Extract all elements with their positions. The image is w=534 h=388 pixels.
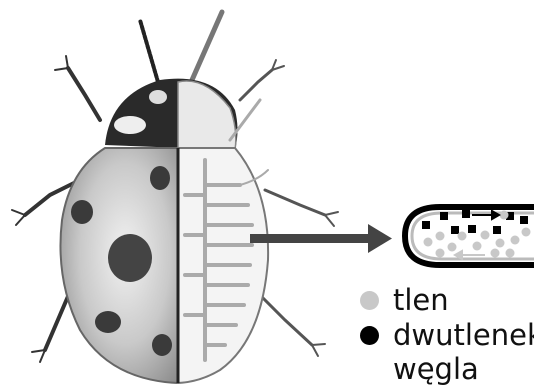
legend-oxygen-label: tlen [393, 286, 449, 315]
arrow-right-icon [250, 224, 392, 253]
elytron-left [60, 148, 178, 383]
legend-co2-label-line2: węgla [393, 355, 479, 384]
legend-co2: dwutlenek [360, 321, 534, 350]
antennae [140, 12, 222, 82]
legend-co2-label-line1: dwutlenek [393, 321, 534, 350]
co2-dot-icon [360, 326, 379, 345]
legend-oxygen: tlen [360, 286, 449, 315]
head [105, 79, 238, 150]
oxygen-dot-icon [360, 291, 379, 310]
trachea-tube-icon [405, 207, 534, 265]
